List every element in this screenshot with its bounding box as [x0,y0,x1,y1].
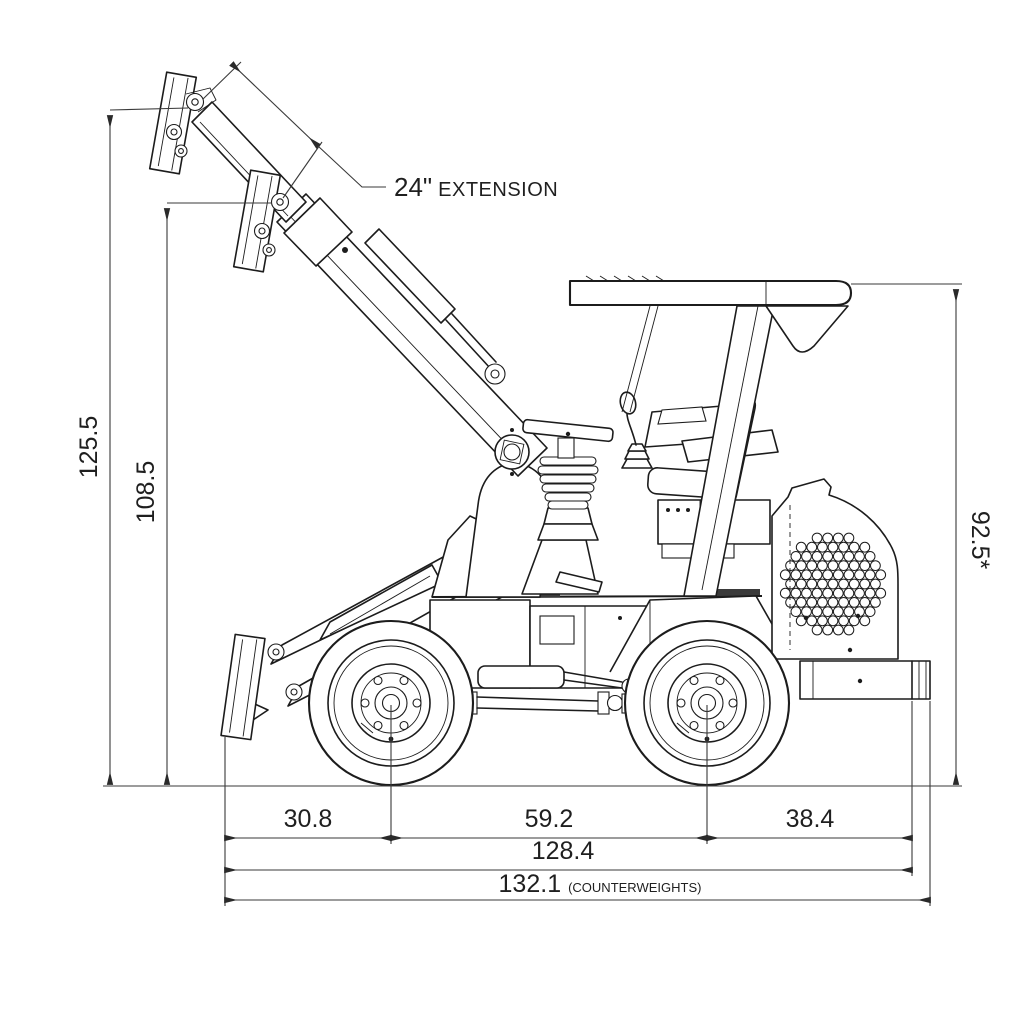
dim-extension-label: 24"EXTENSION [394,172,558,202]
dim-wheelbase: 59.2 [390,805,708,842]
attachment-plate-lowered [220,633,266,741]
dim-overall-length-counterweights-label: 132.1(COUNTERWEIGHTS) [499,870,702,898]
loader-drawing [148,71,931,787]
dim-hinge-pin-height: 108.5 [132,202,272,785]
dim-hinge-pin-height-label: 108.5 [132,461,160,524]
dim-front-axle-offset-label: 30.8 [284,805,333,833]
canopy-rops [568,275,853,597]
pedal [555,571,603,593]
steering-column [557,437,575,459]
dim-overall-height: 125.5 [75,107,189,785]
joystick [619,391,653,469]
steering-wheel [522,418,614,443]
dim-rear-overhang: 38.4 [706,805,913,842]
dim-wheelbase-label: 59.2 [525,805,574,833]
attachment-plate-retracted [232,169,290,273]
dimension-annotations: 125.5 108.5 92.5* 24"EXTENSION [75,61,994,906]
boom-raised [191,101,548,477]
counterweight [799,660,931,700]
dim-front-axle-offset: 30.8 [224,805,392,842]
dim-rear-overhang-label: 38.4 [786,805,835,833]
dim-overall-length-counterweights: 132.1(COUNTERWEIGHTS) [224,870,931,904]
dim-canopy-height-label: 92.5* [966,511,994,570]
dim-overall-length: 128.4 [224,837,913,874]
hood-grille [779,532,887,636]
canopy-roof [568,279,853,307]
dim-extension: 24"EXTENSION [202,61,558,202]
dim-overall-length-label: 128.4 [532,837,595,865]
attachment-plate-extended [148,71,217,175]
dim-canopy-height: 92.5* [851,283,994,785]
roof-ticks [585,275,665,282]
dim-overall-height-label: 125.5 [75,416,103,479]
drive-shaft [462,691,649,715]
